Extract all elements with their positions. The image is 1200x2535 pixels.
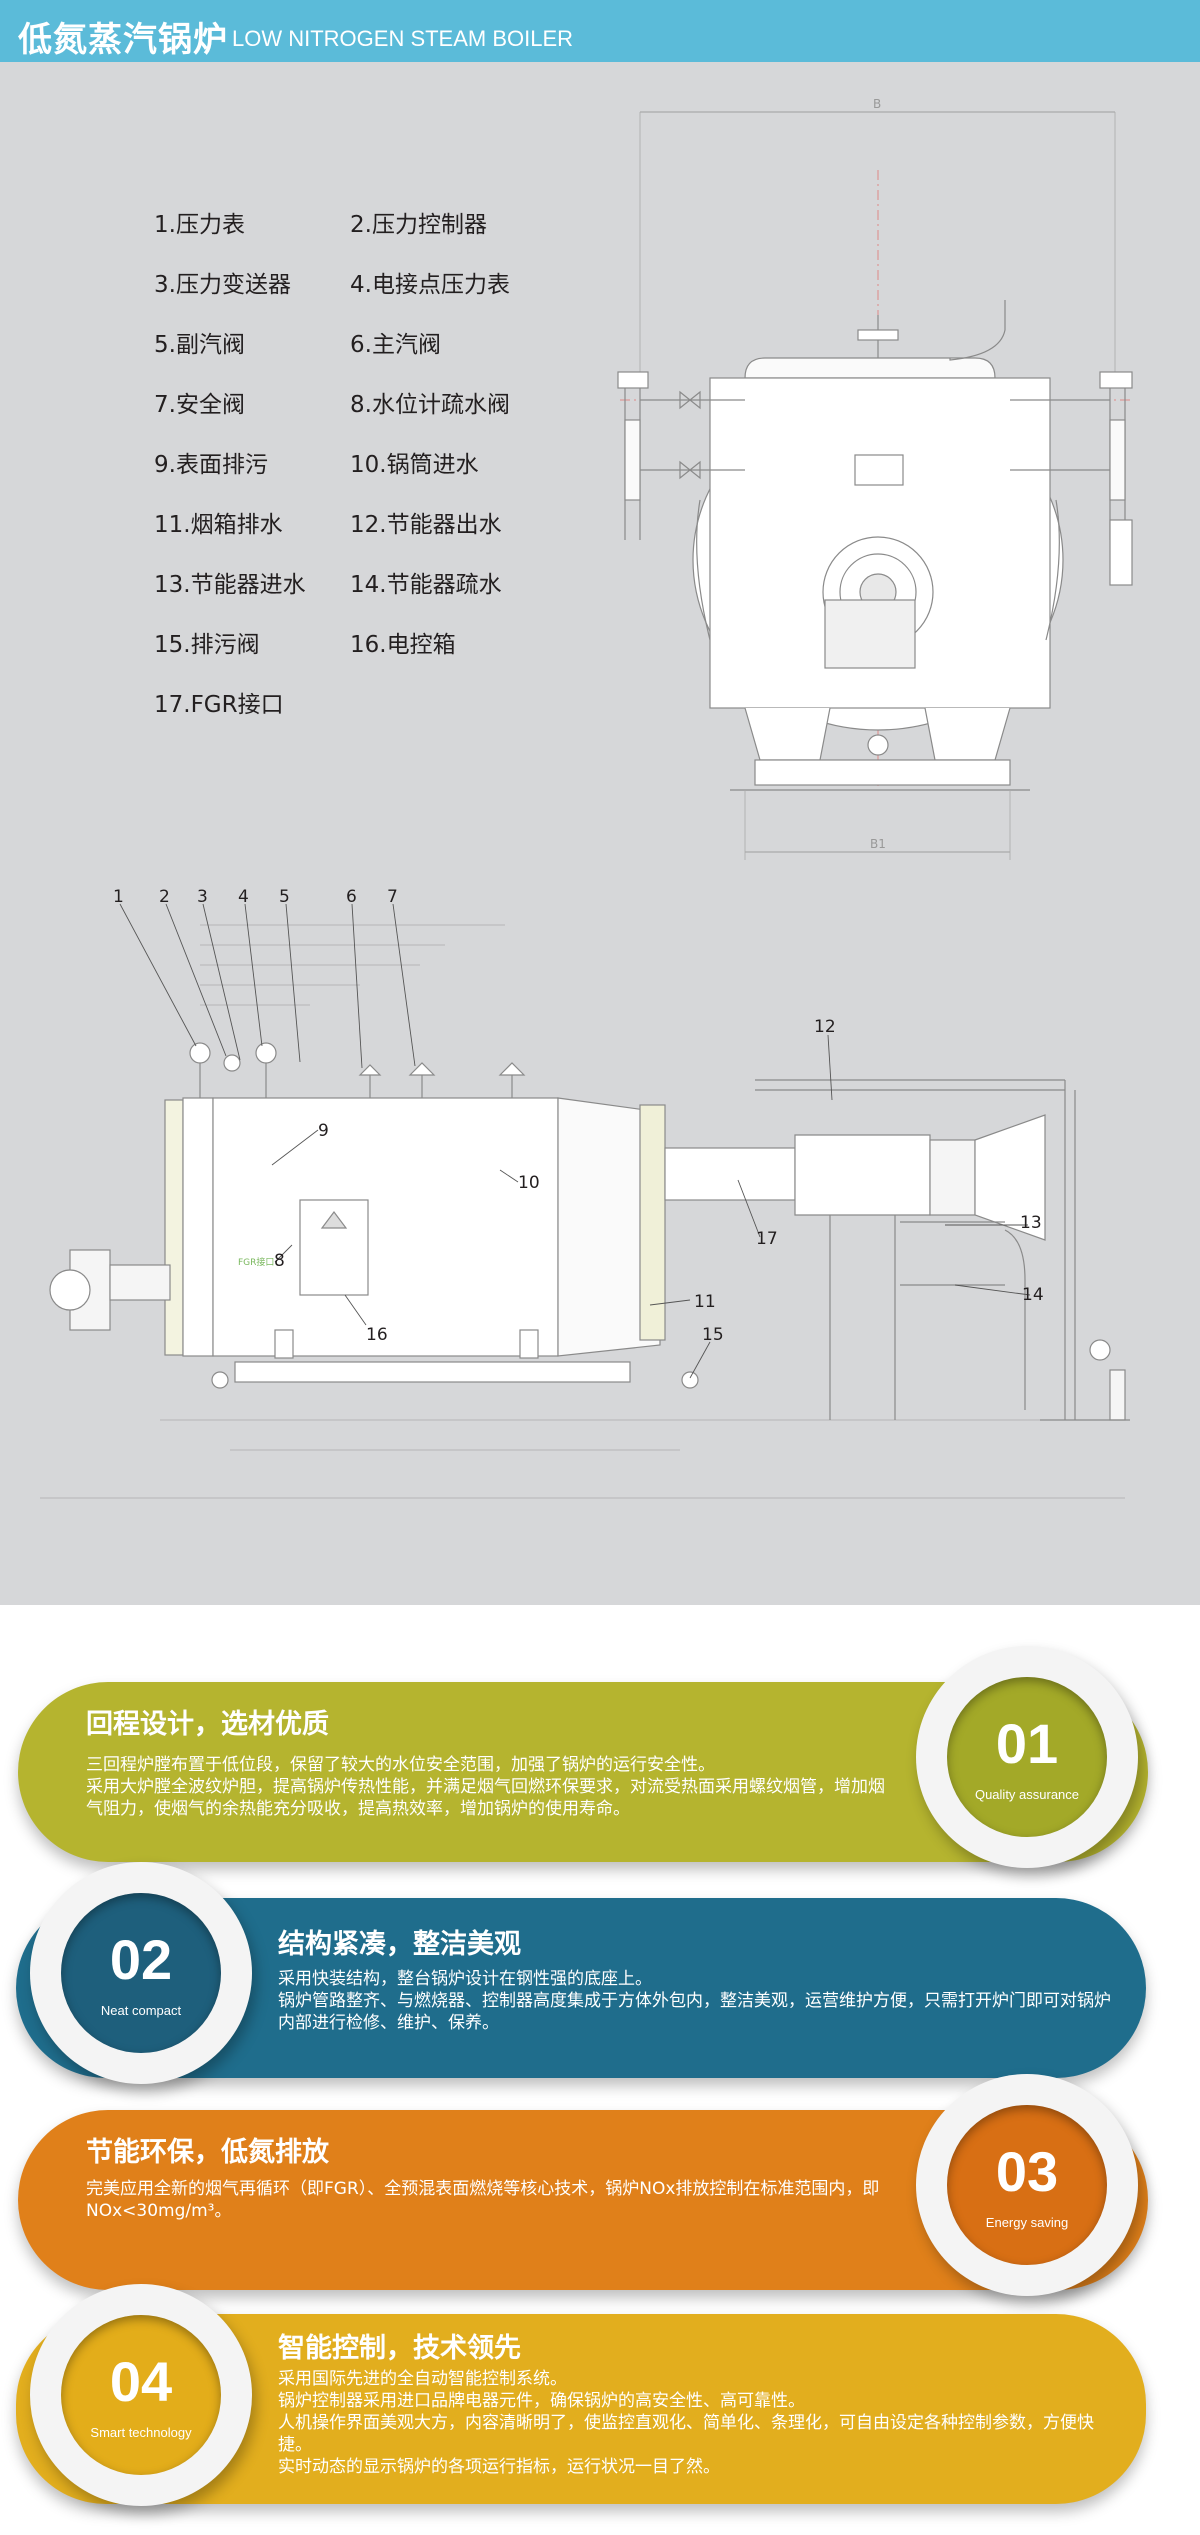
part-item: 10.锅筒进水: [350, 452, 479, 478]
callout-11: 11: [694, 1292, 716, 1312]
boiler-drawings: B: [40, 97, 1133, 1499]
part-item: 4.电接点压力表: [350, 272, 510, 298]
part-item: 11.烟箱排水: [154, 512, 283, 538]
feature-badge: 04 Smart technology: [30, 2284, 252, 2506]
header-title-en: LOW NITROGEN STEAM BOILER: [232, 26, 574, 51]
feature-line: 锅炉控制器采用进口品牌电器元件，确保锅炉的高安全性、高可靠性。: [278, 2391, 805, 2411]
feature-body: 三回程炉膛布置于低位段，保留了较大的水位安全范围，加强了锅炉的运行安全性。 采用…: [86, 1754, 886, 1820]
badge-label: Neat compact: [100, 2003, 182, 2018]
callout-12: 12: [814, 1017, 836, 1037]
front-view: B: [617, 97, 1133, 860]
callout-14: 14: [1022, 1285, 1044, 1305]
callout-3: 3: [197, 887, 208, 907]
feature-title: 结构紧凑，整洁美观: [278, 1929, 521, 1960]
callout-9: 9: [318, 1121, 329, 1141]
callout-5: 5: [279, 887, 290, 907]
badge-label: Smart technology: [90, 2425, 192, 2440]
feature-badge: 01 Quality assurance: [916, 1646, 1138, 1868]
badge-label: Energy saving: [985, 2215, 1069, 2230]
part-item: 14.节能器疏水: [350, 572, 502, 598]
part-item: 9.表面排污: [154, 452, 268, 478]
part-item: 12.节能器出水: [350, 512, 502, 538]
feature-card-2: 结构紧凑，整洁美观 采用快装结构，整台锅炉设计在钢性强的底座上。 锅炉管路整齐、…: [0, 1858, 1200, 2098]
feature-line: 锅炉管路整齐、与燃烧器、控制器高度集成于方体外包内，整洁美观，运营维护方便，只需…: [278, 1991, 1111, 2033]
fgr-label: FGR接口: [238, 1256, 274, 1268]
feature-line: 实时动态的显示锅炉的各项运行指标，运行状况一目了然。: [278, 2457, 720, 2477]
badge-number: 04: [109, 2350, 173, 2413]
feature-badge: 03 Energy saving: [916, 2074, 1138, 2296]
part-item: 5.副汽阀: [154, 332, 245, 358]
part-item: 3.压力变送器: [154, 272, 291, 298]
part-item: 13.节能器进水: [154, 572, 306, 598]
feature-card-1: 回程设计，选材优质 三回程炉膛布置于低位段，保留了较大的水位安全范围，加强了锅炉…: [0, 1642, 1200, 1882]
feature-line: 采用大炉膛全波纹炉胆，提高锅炉传热性能，并满足烟气回燃环保要求，对流受热面采用螺…: [86, 1777, 885, 1819]
feature-card-4: 智能控制，技术领先 采用国际先进的全自动智能控制系统。 锅炉控制器采用进口品牌电…: [0, 2280, 1200, 2520]
header-title-cn: 低氮蒸汽锅炉: [18, 20, 228, 60]
callout-15: 15: [702, 1325, 724, 1345]
callout-lines: [119, 903, 1031, 1379]
feature-title: 智能控制，技术领先: [278, 2333, 521, 2364]
feature-line: 完美应用全新的烟气再循环（即FGR）、全预混表面燃烧等核心技术，锅炉NOx排放控…: [86, 2179, 880, 2221]
callout-10: 10: [518, 1173, 540, 1193]
feature-title: 节能环保，低氮排放: [86, 2137, 329, 2168]
badge-number: 01: [995, 1712, 1059, 1775]
callout-13: 13: [1020, 1213, 1042, 1233]
feature-line: 采用国际先进的全自动智能控制系统。: [278, 2369, 567, 2389]
badge-number: 03: [995, 2140, 1059, 2203]
part-item: 6.主汽阀: [350, 332, 441, 358]
part-item: 1.压力表: [154, 212, 245, 238]
callout-2: 2: [159, 887, 170, 907]
callout-6: 6: [346, 887, 357, 907]
badge-label: Quality assurance: [974, 1787, 1080, 1802]
badge-number: 02: [109, 1928, 173, 1991]
dim-B: B: [873, 97, 881, 111]
part-item: 15.排污阀: [154, 632, 260, 658]
part-item: 17.FGR接口: [154, 692, 284, 718]
feature-line: 采用快装结构，整台锅炉设计在钢性强的底座上。: [278, 1969, 652, 1989]
feature-line: 人机操作界面美观大方，内容清晰明了，使监控直观化、简单化、条理化，可自由设定各种…: [278, 2413, 1094, 2455]
callout-16: 16: [366, 1325, 388, 1345]
callout-1: 1: [113, 887, 124, 907]
part-item: 16.电控箱: [350, 632, 456, 658]
callout-7: 7: [387, 887, 398, 907]
callout-8: 8: [274, 1251, 285, 1271]
callouts: 1 2 3 4 5 6 7 8 9 10 11 12 13 14 15 16 1…: [113, 887, 1044, 1379]
page-header: 低氮蒸汽锅炉 LOW NITROGEN STEAM BOILER: [0, 0, 1200, 62]
feature-title: 回程设计，选材优质: [86, 1709, 329, 1740]
part-item: 8.水位计疏水阀: [350, 392, 510, 418]
feature-body: 采用快装结构，整台锅炉设计在钢性强的底座上。 锅炉管路整齐、与燃烧器、控制器高度…: [278, 1968, 1118, 2034]
dim-B1: B1: [870, 837, 886, 851]
feature-body: 完美应用全新的烟气再循环（即FGR）、全预混表面燃烧等核心技术，锅炉NOx排放控…: [86, 2178, 886, 2222]
feature-badge: 02 Neat compact: [30, 1862, 252, 2084]
part-item: 2.压力控制器: [350, 212, 487, 238]
feature-body: 采用国际先进的全自动智能控制系统。 锅炉控制器采用进口品牌电器元件，确保锅炉的高…: [278, 2368, 1118, 2478]
feature-card-3: 节能环保，低氮排放 完美应用全新的烟气再循环（即FGR）、全预混表面燃烧等核心技…: [0, 2070, 1200, 2310]
callout-4: 4: [238, 887, 249, 907]
part-item: 7.安全阀: [154, 392, 245, 418]
callout-17: 17: [756, 1229, 778, 1249]
feature-line: 三回程炉膛布置于低位段，保留了较大的水位安全范围，加强了锅炉的运行安全性。: [86, 1755, 715, 1775]
side-view: FGR接口: [40, 924, 1130, 1499]
